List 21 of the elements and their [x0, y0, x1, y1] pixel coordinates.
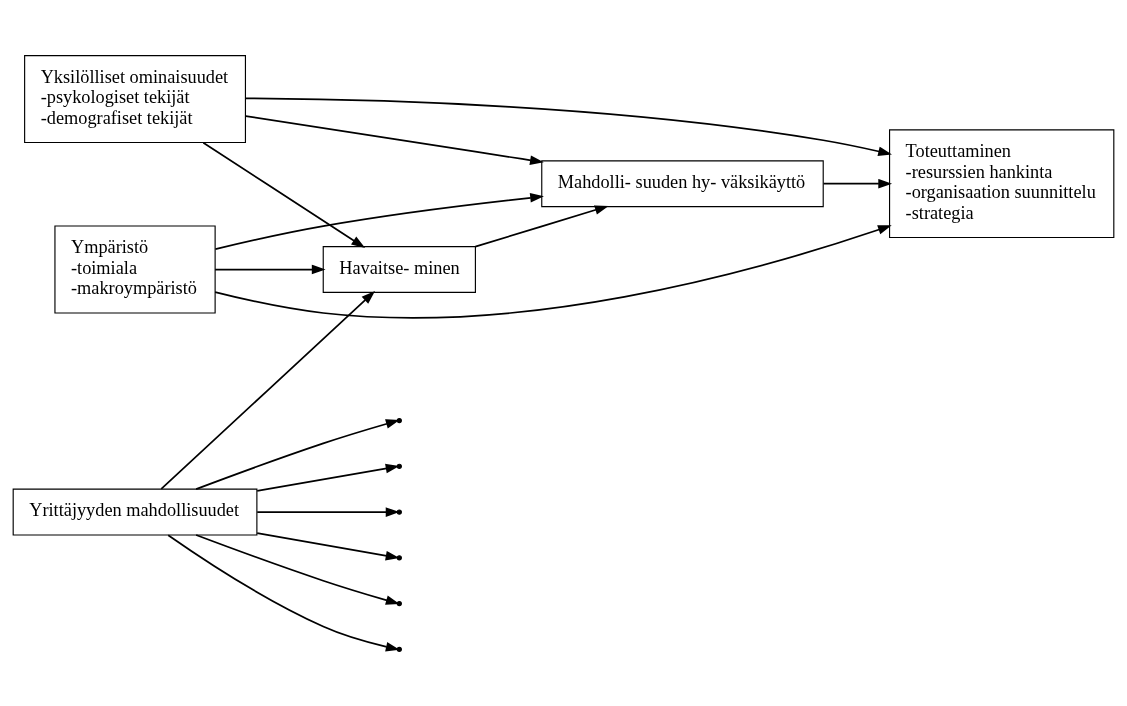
arrow: [214, 264, 326, 274]
node-box: Havaitse- minen: [322, 245, 476, 293]
arrow: [167, 533, 400, 651]
arrow: [244, 114, 544, 165]
arrow: [195, 418, 400, 490]
arrow: [256, 463, 400, 492]
arrow: [822, 178, 893, 189]
node-box: Mahdolli- suuden hy- väksikäyttö: [541, 159, 824, 207]
node-box: Yksilölliset ominaisuudet -psykologiset tekijät -demografiset tekijät: [24, 54, 246, 143]
node-box: Yrittäjyyden mahdollisuudet: [12, 488, 258, 536]
arrow: [195, 533, 400, 605]
arrow: [214, 192, 544, 250]
node-box: Toteuttaminen -resurssien hankinta -organisaation suunnittelu -strategia: [889, 128, 1115, 238]
arrow: [160, 290, 376, 490]
node-box: Ympäristö -toimiala -makroympäristö: [54, 225, 216, 314]
arrow: [256, 506, 400, 517]
arrow: [244, 97, 892, 156]
arrow: [202, 141, 366, 248]
arrow: [214, 224, 892, 319]
arrow: [256, 531, 400, 560]
arrow: [474, 204, 609, 247]
